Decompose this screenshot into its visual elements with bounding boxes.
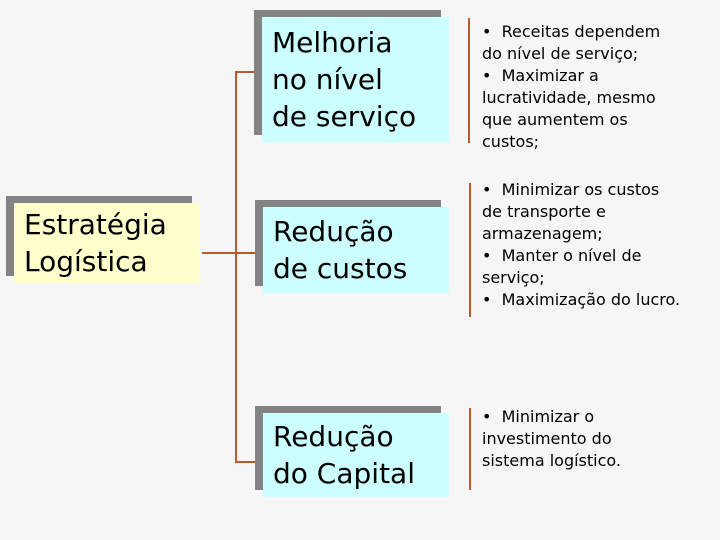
root-box-label: Estratégia Logística bbox=[14, 203, 200, 283]
goal-box-capital-reduction-label: Redução do Capital bbox=[263, 413, 449, 497]
notes-service-level: • Receitas dependem do nível de serviço;… bbox=[482, 22, 661, 151]
goal-box-service-level: Melhoria no nível de serviço bbox=[254, 10, 449, 142]
connector-vertical-line bbox=[235, 72, 237, 462]
root-box-estrategia-logistica: Estratégia Logística bbox=[6, 196, 200, 283]
goal-box-cost-reduction: Redução de custos bbox=[255, 200, 449, 293]
connector-root-to-tree-line bbox=[202, 252, 258, 254]
notes-capital-reduction: • Minimizar o investimento do sistema lo… bbox=[482, 407, 621, 470]
goal-box-service-level-label: Melhoria no nível de serviço bbox=[262, 17, 449, 142]
goal-box-capital-reduction: Redução do Capital bbox=[255, 406, 449, 497]
connector-branch-bottom-line bbox=[235, 461, 257, 463]
goal-box-cost-reduction-label: Redução de custos bbox=[263, 207, 449, 293]
notes-separator-service-level bbox=[468, 18, 470, 143]
notes-separator-cost-reduction bbox=[469, 183, 471, 317]
connector-branch-top-line bbox=[235, 71, 257, 73]
notes-separator-capital-reduction bbox=[469, 408, 471, 490]
notes-cost-reduction: • Minimizar os custos de transporte e ar… bbox=[482, 180, 681, 309]
